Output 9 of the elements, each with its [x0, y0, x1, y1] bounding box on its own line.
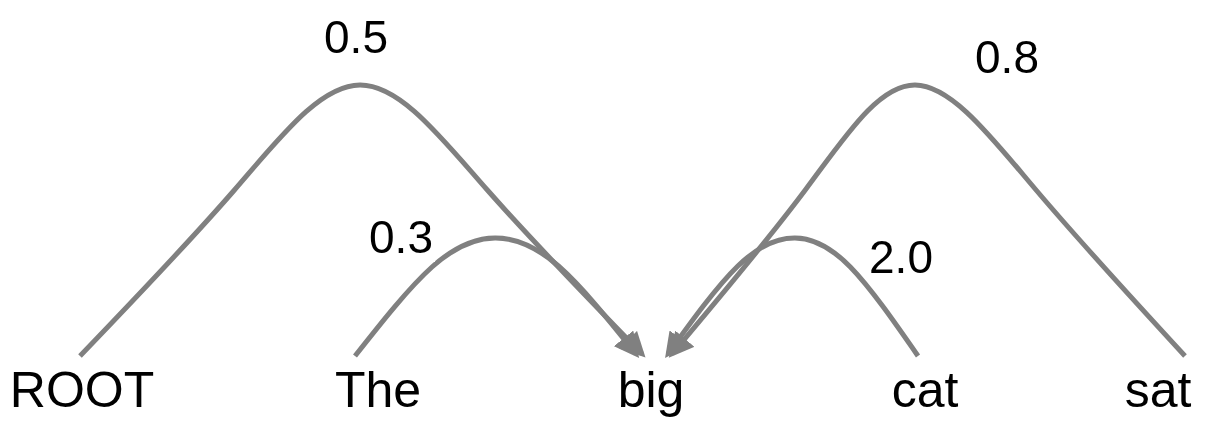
- word-label: The: [334, 362, 422, 418]
- word-label: sat: [1124, 362, 1192, 418]
- dependency-arrow: [353, 235, 640, 358]
- dependency-arrow: [668, 82, 1187, 358]
- dependency-arrow: [78, 82, 646, 358]
- word-label: big: [617, 362, 685, 418]
- word-label: cat: [891, 362, 959, 418]
- word-label: ROOT: [9, 362, 155, 418]
- dependency-arrow: [665, 235, 921, 359]
